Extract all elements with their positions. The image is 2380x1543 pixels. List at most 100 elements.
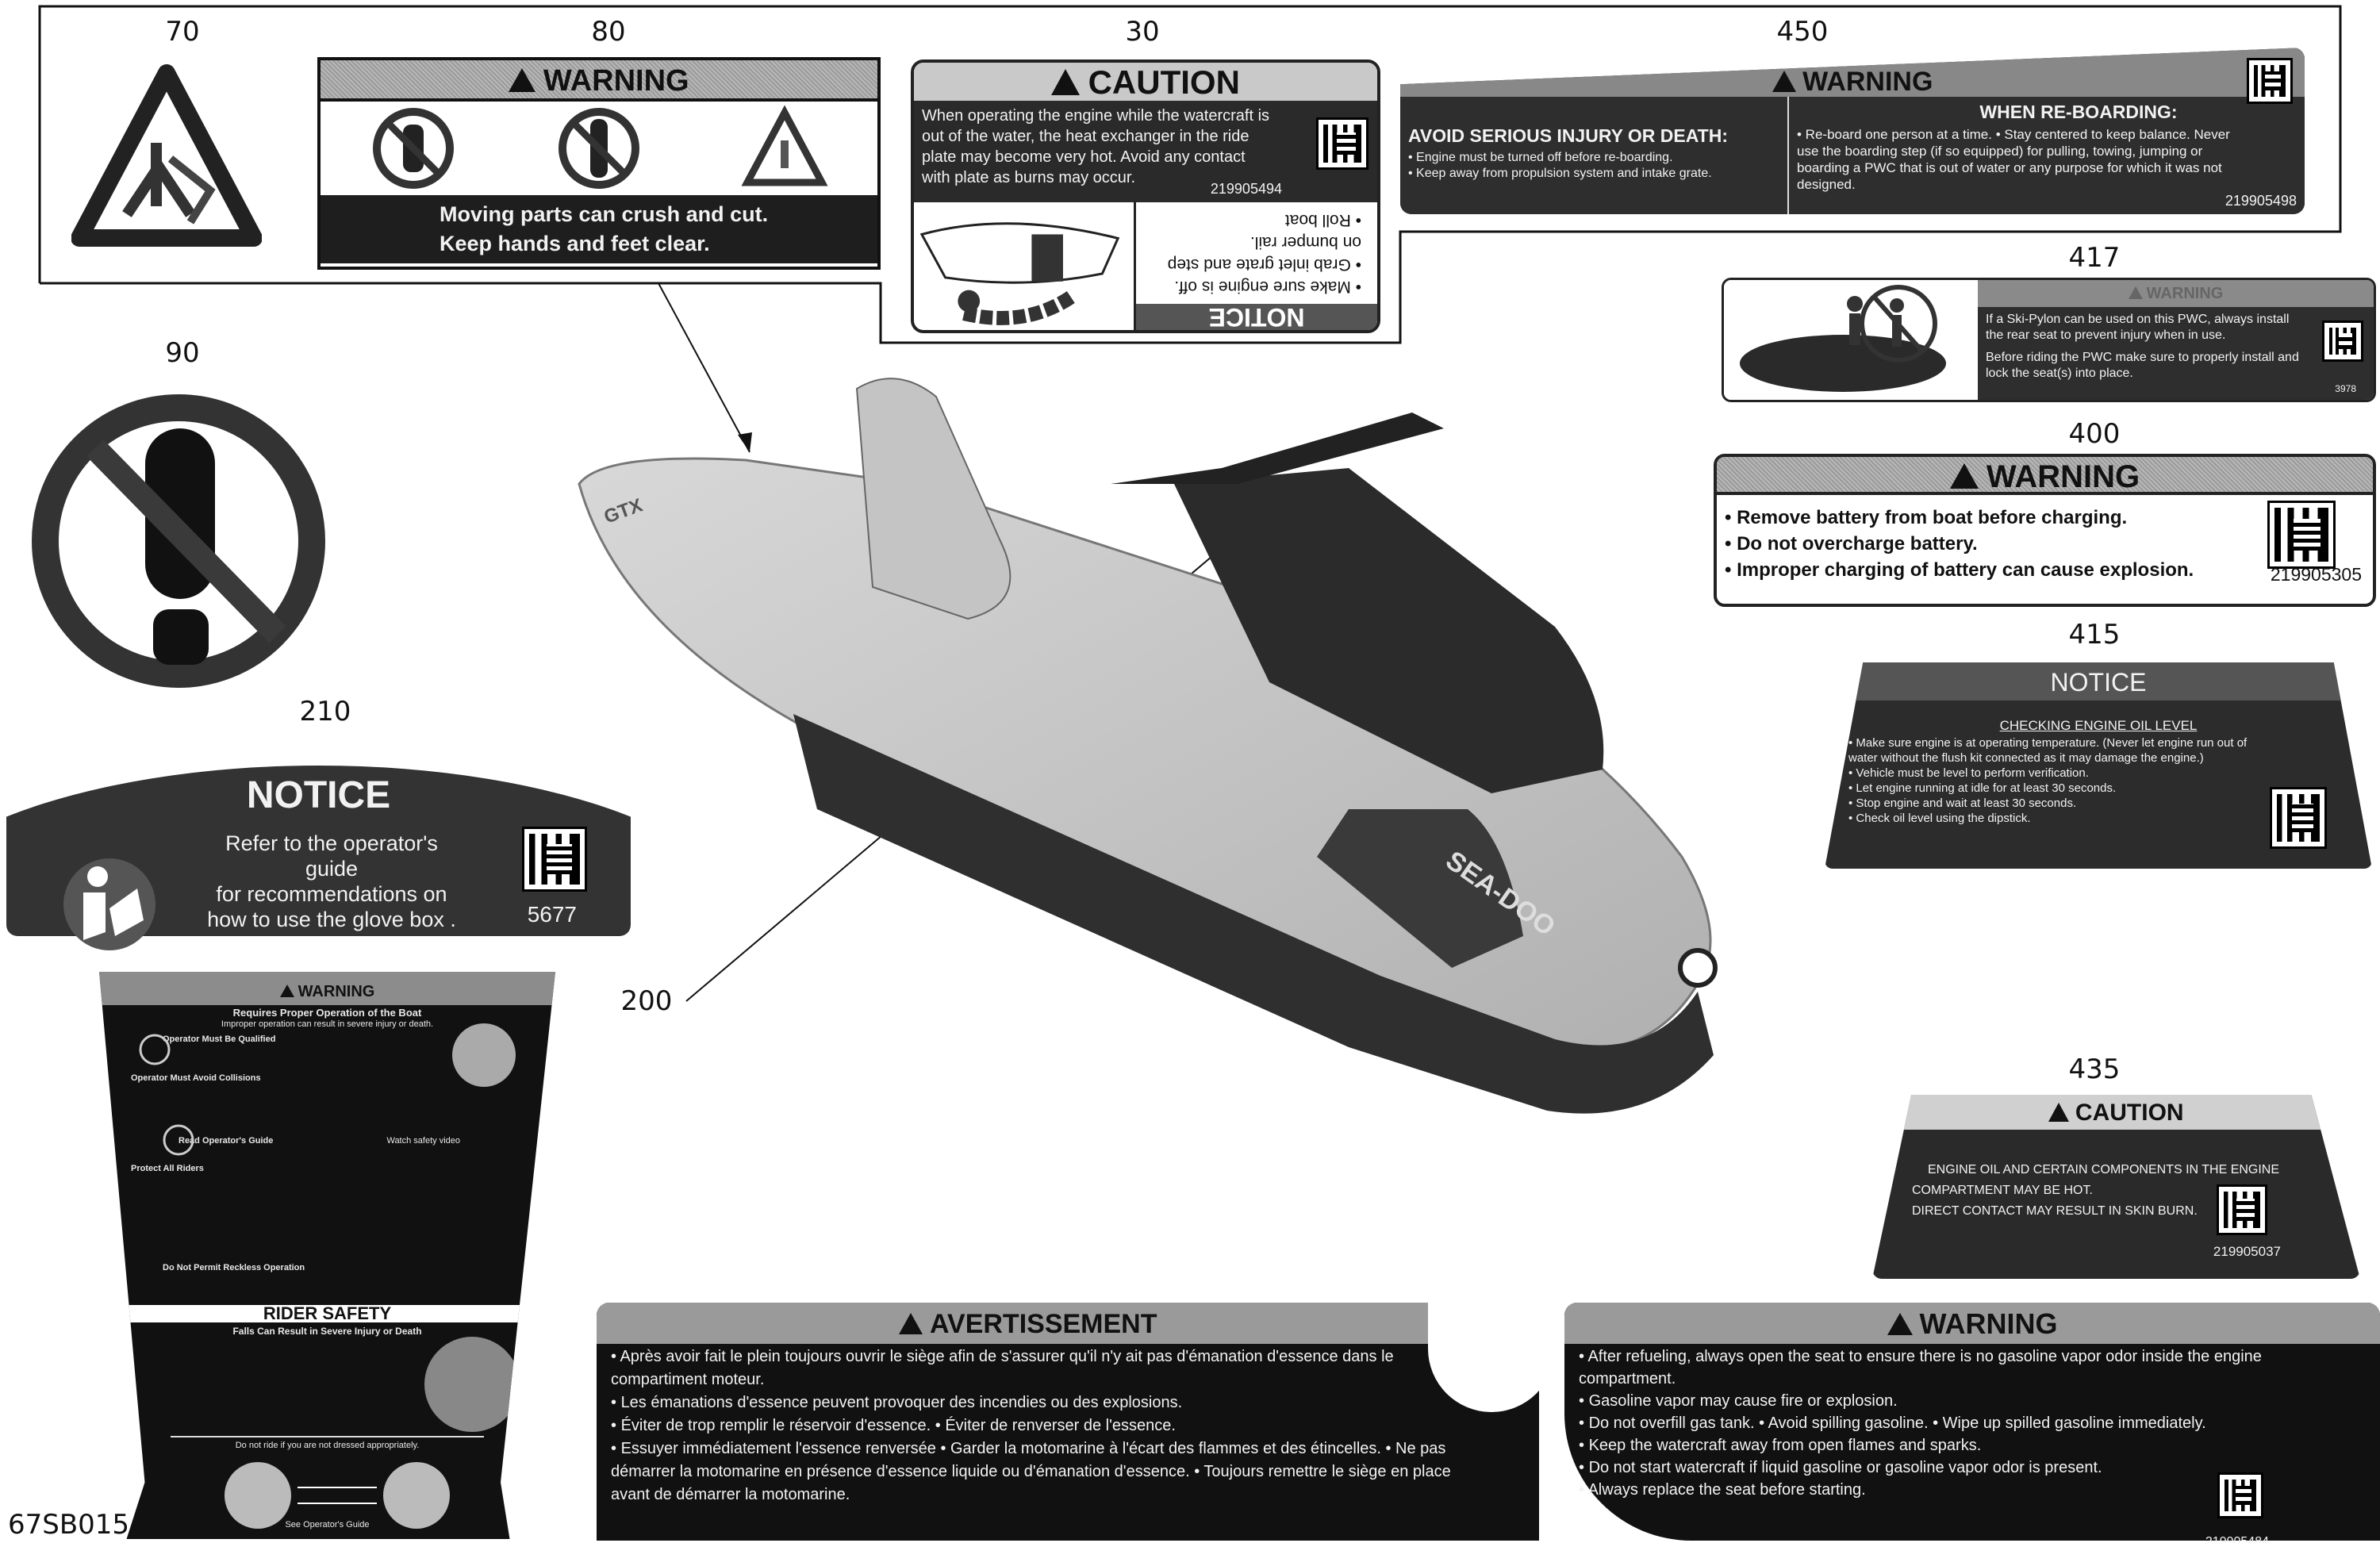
callout-435: 435 <box>2068 1054 2121 1085</box>
label-415-item: Let engine running at idle for at least … <box>1848 781 2253 796</box>
label-450-left-item: Engine must be turned off before re-boar… <box>1408 150 1781 166</box>
label-30-caution-body: When operating the engine while the wate… <box>914 101 1377 202</box>
watercraft-illustration: SEA-DOO GTX <box>578 378 1718 1114</box>
label-417-header: WARNING <box>1978 280 2374 307</box>
label-30-header: CAUTION <box>914 63 1377 101</box>
reader-manual-icon <box>63 858 155 950</box>
label-200-header: WARNING <box>99 972 555 1005</box>
warning-triangle-icon <box>1949 463 1979 489</box>
label-410-en-item: Gasoline vapor may cause fire or explosi… <box>1579 1390 2356 1412</box>
callout-450: 450 <box>1776 16 1829 48</box>
datamatrix-code-icon <box>2270 787 2327 849</box>
label-410-fr-item: Éviter de trop remplir le réservoir d'es… <box>611 1414 1452 1437</box>
label-200-rider-safety-title: Falls Can Result in Severe Injury or Dea… <box>232 1326 422 1337</box>
circle-icons <box>139 1023 520 1529</box>
callout-200: 200 <box>620 985 673 1017</box>
label-30-body-text: When operating the engine while the wate… <box>922 107 1270 186</box>
callout-70: 70 <box>165 16 200 48</box>
label-200-rider-safety-header: RIDER SAFETY <box>99 1305 555 1322</box>
label-415-item: Stop engine and wait at least 30 seconds… <box>1848 796 2253 811</box>
no-foot-icon <box>559 108 639 189</box>
label-417-line1: If a Ski-Pylon can be used on this PWC, … <box>1986 313 2290 342</box>
callout-90: 90 <box>165 337 200 369</box>
label-410-en-item: Always replace the seat before starting. <box>1579 1479 2356 1501</box>
notice-item: Roll boat <box>1152 209 1361 231</box>
no-hand-icon <box>373 108 454 189</box>
diagram-id: 67SB015 <box>8 1509 130 1541</box>
label-200-section: Operator Must Be Qualified <box>163 1034 276 1044</box>
label-410-en-part-number: 219905484 <box>2205 1535 2269 1543</box>
label-200-header-text: WARNING <box>298 983 375 1000</box>
label-210-body-line: how to use the glove box . <box>207 908 456 931</box>
label-30-notice-header: NOTICE <box>1136 303 1377 330</box>
label-415-item: Make sure engine is at operating tempera… <box>1848 735 2253 766</box>
label-80-warning: WARNING Moving parts can crush and cut. … <box>317 57 881 270</box>
label-410-fr-item: Les émanations d'essence peuvent provoqu… <box>611 1391 1452 1414</box>
label-417-warning: WARNING If a Ski-Pylon can be used on th… <box>1722 278 2376 402</box>
datamatrix-code-icon <box>2217 1472 2263 1518</box>
label-410-en-header-text: WARNING <box>1919 1307 2058 1340</box>
callout-80: 80 <box>591 16 626 48</box>
label-450-left-item: Keep away from propulsion system and int… <box>1408 166 1781 182</box>
notice-item: Grab inlet grate and step on bumper rail… <box>1152 231 1361 275</box>
label-30-caution: CAUTION When operating the engine while … <box>911 59 1380 333</box>
label-200-section: Do Not Permit Reckless Operation <box>163 1263 305 1272</box>
label-200-section: Protect All Riders <box>131 1164 204 1173</box>
label-400-header-text: WARNING <box>1986 459 2140 494</box>
label-410-fr-item: Après avoir fait le plein toujours ouvri… <box>611 1345 1452 1391</box>
label-450-right-title: WHEN RE-BOARDING: <box>1979 102 2178 122</box>
datamatrix-code-icon <box>2217 1184 2267 1235</box>
label-200-title: Requires Proper Operation of the Boat <box>232 1007 422 1019</box>
label-450-right-body: • Re-board one person at a time. • Stay … <box>1797 127 2230 192</box>
datamatrix-code-icon <box>2322 320 2363 362</box>
label-80-header: WARNING <box>321 60 877 102</box>
label-210-part-number: 5677 <box>527 902 577 927</box>
rollover-illustration-icon <box>919 202 1136 330</box>
label-410-cutout <box>1428 1269 1555 1412</box>
warning-triangle-icon <box>2128 286 2143 299</box>
label-417-header-text: WARNING <box>2146 285 2224 302</box>
label-200-subtitle: Improper operation can result in severe … <box>221 1019 434 1029</box>
label-435-line: COMPARTMENT MAY BE HOT. <box>1912 1184 2093 1197</box>
warning-triangle-icon <box>279 985 294 997</box>
label-410-en-item: After refueling, always open the seat to… <box>1579 1345 2356 1390</box>
label-415-item: Vehicle must be level to perform verific… <box>1848 766 2253 781</box>
label-400-warning: WARNING Remove battery from boat before … <box>1714 454 2376 607</box>
label-435-line: ENGINE OIL AND CERTAIN COMPONENTS IN THE… <box>1928 1163 2280 1176</box>
label-200-dress-text: Do not ride if you are not dressed appro… <box>235 1441 420 1450</box>
label-417-line2: Before riding the PWC make sure to prope… <box>1986 351 2299 380</box>
label-450-left: AVOID SERIOUS INJURY OR DEATH: Engine mu… <box>1400 97 1789 214</box>
rider-seat-illustration-icon <box>1724 280 1978 400</box>
warning-triangle-icon <box>1887 1312 1913 1335</box>
label-80-line2: Keep hands and feet clear. <box>440 232 710 255</box>
notice-item: Make sure engine is off. <box>1152 275 1361 297</box>
label-210-header: NOTICE <box>246 774 391 816</box>
warning-triangle-icon <box>1051 69 1081 96</box>
label-417-part-number: 3978 <box>2335 383 2356 394</box>
label-400-part-number: 219905305 <box>2270 564 2362 585</box>
label-410-en-item: Keep the watercraft away from open flame… <box>1579 1434 2356 1457</box>
label-450-left-title: AVOID SERIOUS INJURY OR DEATH: <box>1408 125 1728 146</box>
datamatrix-code-icon <box>2267 501 2336 569</box>
warning-triangle-icon <box>2048 1102 2070 1122</box>
label-410-en-item: Do not start watercraft if liquid gasoli… <box>1579 1457 2356 1479</box>
label-30-part-number: 219905494 <box>1210 181 1282 197</box>
label-400-header: WARNING <box>1717 457 2373 495</box>
label-410-fr-header: AVERTISSEMENT <box>597 1303 1460 1344</box>
label-435-header: CAUTION <box>1896 1095 2336 1130</box>
label-415-header: NOTICE <box>1825 662 2372 700</box>
label-400-item: Improper charging of battery can cause e… <box>1725 557 2365 583</box>
crush-hazard-triangle-icon <box>71 64 262 247</box>
label-435-caution: CAUTION ENGINE OIL AND CERTAIN COMPONENT… <box>1872 1095 2360 1279</box>
datamatrix-code-icon <box>1316 117 1368 170</box>
label-30-notice-items: Make sure engine is off. Grab inlet grat… <box>1136 202 1377 304</box>
label-410-fr-header-text: AVERTISSEMENT <box>929 1309 1157 1339</box>
label-200-see-guide: See Operator's Guide <box>285 1520 370 1530</box>
callout-415: 415 <box>2068 619 2121 651</box>
callout-400: 400 <box>2068 418 2121 450</box>
label-410-en-item: Do not overfill gas tank. • Avoid spilli… <box>1579 1412 2356 1434</box>
label-435-part-number: 219905037 <box>2213 1244 2281 1259</box>
label-30-header-text: CAUTION <box>1088 63 1240 101</box>
label-410-warning: WARNING After refueling, always open the… <box>1564 1303 2380 1543</box>
warning-triangle-icon <box>1772 70 1796 92</box>
